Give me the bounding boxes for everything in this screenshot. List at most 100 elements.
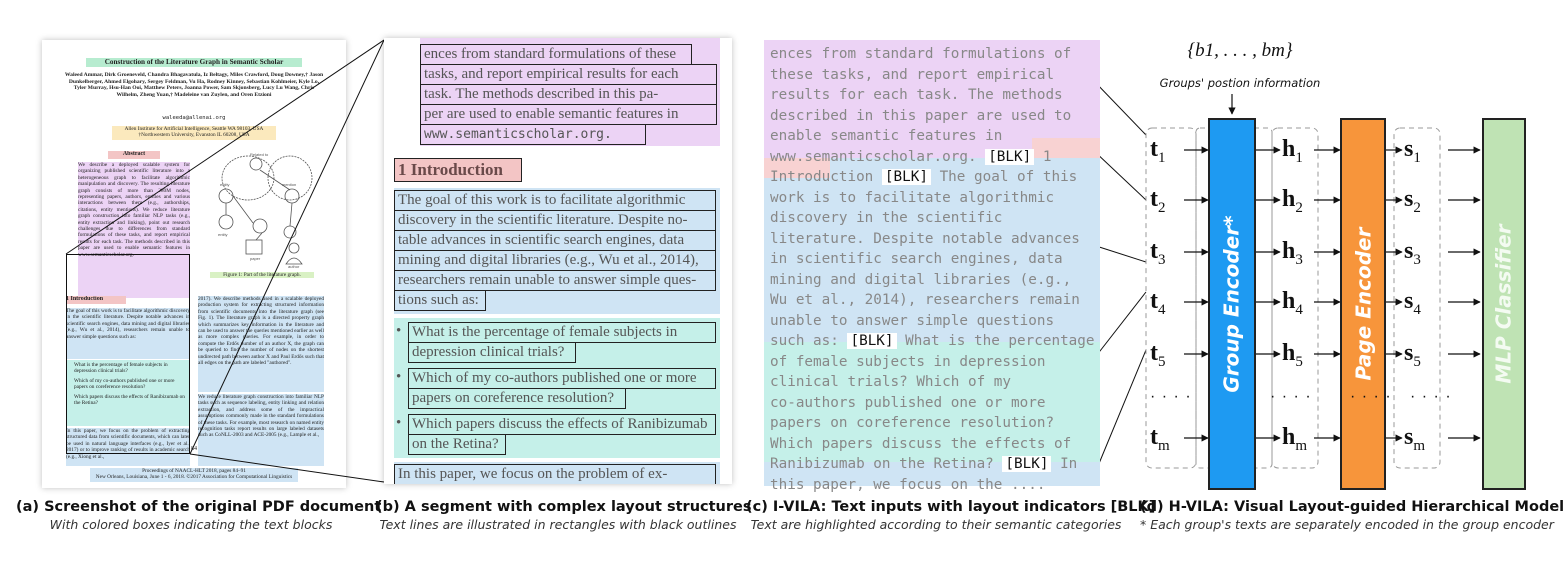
- abstract-heading: Abstract: [108, 151, 160, 159]
- group-info-label: Groups' postion information: [1159, 76, 1321, 90]
- text-line: depression clinical trials?: [408, 342, 576, 363]
- text-fragment: What is the percentage: [905, 333, 1095, 349]
- right-column-text-1: 2017). We describe methods used in a sca…: [198, 296, 324, 392]
- caption-c-title: (c) I-VILA: Text inputs with layout indi…: [746, 499, 1156, 515]
- text-line: such as: [BLK] What is the percentage: [770, 331, 1095, 352]
- text-line: these tasks, and report empirical: [770, 66, 1055, 83]
- text-line: this paper, we focus on the ....: [770, 476, 1046, 493]
- text-line: literature. Despite notable advances: [770, 230, 1080, 247]
- pdf-page-screenshot: Construction of the Literature Graph in …: [42, 40, 346, 488]
- text-line: papers on coreference resolution?: [408, 388, 626, 409]
- group-encoder-block: Group Encoder*: [1208, 118, 1256, 490]
- caption-d-title: (d) H-VILA: Visual Layout-guided Hierarc…: [1140, 499, 1564, 515]
- mlp-classifier-label: MLP Classifier: [1492, 224, 1517, 384]
- group-encoder-label: Group Encoder*: [1220, 215, 1244, 393]
- text-line: co-authors published one or more: [770, 394, 1046, 411]
- text-line: work is to facilitate algorithmic: [770, 189, 1055, 206]
- bullet-list-block: What is the percentage of female subject…: [66, 360, 190, 426]
- text-line: enable semantic features in: [770, 128, 1003, 144]
- s-node: s4: [1404, 288, 1421, 318]
- paper-title: Construction of the Literature Graph in …: [86, 58, 302, 67]
- text-line: unable to answer simple questions: [770, 312, 1055, 329]
- text-line: Wu et al., 2014), researchers remain: [770, 292, 1080, 308]
- blk-token: [BLK]: [847, 333, 897, 349]
- caption-b-title: (b) A segment with complex layout struct…: [376, 499, 752, 515]
- text-fragment: Introduction: [770, 169, 874, 185]
- intro-heading: 1 Introduction: [66, 296, 126, 304]
- bullet-mark: •: [396, 323, 402, 339]
- paper-authors: Waleed Ammar, Dirk Groeneveld, Chandra B…: [64, 72, 324, 98]
- text-line: Introduction [BLK] The goal of this: [770, 167, 1077, 188]
- s-node: s2: [1404, 186, 1421, 216]
- caption-d: (d) H-VILA: Visual Layout-guided Hierarc…: [1140, 498, 1564, 534]
- paper-email: waleeda@allenai.org: [162, 115, 226, 121]
- text-line: papers on coreference resolution?: [770, 415, 1055, 431]
- h-node: h2: [1282, 186, 1303, 216]
- blk-token: [BLK]: [985, 148, 1035, 165]
- text-line: discovery in the scientific: [770, 210, 1003, 226]
- text-line: researchers remain unable to answer simp…: [394, 270, 716, 291]
- svg-text:entity: entity: [218, 232, 228, 237]
- s-node: s5: [1404, 340, 1421, 370]
- h-node: h5: [1282, 340, 1303, 370]
- intro-text: The goal of this work is to facilitate a…: [66, 308, 190, 359]
- right-column-text-2: We reduce literature graph construction …: [198, 394, 324, 466]
- t-node: t1: [1150, 136, 1166, 166]
- bullet-item: What is the percentage of female subject…: [74, 362, 168, 375]
- caption-c-subtitle: Text are highlighted according to their …: [750, 517, 1122, 532]
- caption-c: (c) I-VILA: Text inputs with layout indi…: [746, 498, 1156, 534]
- caption-b-subtitle: Text lines are illustrated in rectangles…: [379, 517, 737, 532]
- h-node: h1: [1282, 136, 1303, 166]
- t-node: t4: [1150, 288, 1166, 318]
- text-line: mining and digital libraries (e.g.,: [770, 271, 1072, 288]
- figure-caption: Figure 1: Part of the literature graph.: [210, 272, 314, 279]
- s-node: s1: [1404, 136, 1421, 166]
- page-encoder-label: Page Encoder: [1351, 227, 1375, 381]
- text-input-panel: [764, 40, 1100, 486]
- h-node: h4: [1282, 288, 1303, 318]
- ellipsis: · · · ·: [1350, 388, 1392, 405]
- text-line: of female subjects in depression: [770, 353, 1046, 370]
- text-fragment: In: [1060, 456, 1078, 472]
- text-fragment: 1: [1042, 148, 1052, 165]
- text-line: results for each task. The methods: [770, 87, 1063, 103]
- text-line: Ranibizumab on the Retina? [BLK] In: [770, 454, 1077, 475]
- text-line: clinical trials? Which of my: [770, 374, 1012, 390]
- s-node: s3: [1404, 238, 1421, 268]
- svg-text:paper: paper: [250, 256, 261, 261]
- group-set-notation: {b1, . . . , bm}: [1187, 40, 1293, 61]
- text-fragment: Ranibizumab on the Retina?: [770, 456, 994, 472]
- t-node: t2: [1150, 186, 1166, 216]
- abstract-text: We describe a deployed scalable system f…: [78, 162, 190, 298]
- t-node: t5: [1150, 340, 1166, 370]
- caption-a-title: (a) Screenshot of the original PDF docum…: [16, 499, 382, 515]
- svg-text:author: author: [288, 264, 300, 269]
- text-line: www.semanticscholar.org. [BLK] 1: [770, 147, 1051, 168]
- text-fragment: such as:: [770, 333, 839, 349]
- text-fragment: The goal of this: [939, 169, 1078, 185]
- left-bottom-text: In this paper, we focus on the problem o…: [66, 428, 190, 466]
- text-line: www.semanticscholar.org.: [420, 124, 646, 145]
- paper-affiliation: Allen Institute for Artificial Intellige…: [112, 126, 276, 140]
- text-line: Which papers discuss the effects of Rani…: [408, 414, 716, 435]
- ellipsis: · · · ·: [1270, 388, 1312, 405]
- text-line: described in this paper are used to: [770, 107, 1072, 124]
- ellipsis: · · · ·: [1150, 388, 1192, 405]
- ellipsis: · · · ·: [1410, 388, 1452, 405]
- bullet-item: Which papers discuss the effects of Rani…: [74, 394, 185, 407]
- bullet-item: Which of my co-authors published one or …: [74, 378, 175, 391]
- h-node: hm: [1282, 424, 1308, 454]
- svg-text:mention: mention: [282, 182, 296, 187]
- bullet-mark: •: [396, 415, 402, 431]
- text-fragment: www.semanticscholar.org.: [770, 148, 977, 165]
- blk-token: [BLK]: [1002, 456, 1052, 472]
- text-line: ences from standard formulations of: [770, 46, 1072, 62]
- t-node: tm: [1150, 424, 1170, 454]
- caption-d-subtitle: * Each group's texts are separately enco…: [1140, 517, 1554, 532]
- text-line: tions such as:: [394, 290, 486, 311]
- caption-a-subtitle: With colored boxes indicating the text b…: [49, 517, 333, 532]
- page-encoder-block: Page Encoder: [1340, 118, 1386, 490]
- text-line: In this paper, we focus on the problem o…: [394, 464, 716, 484]
